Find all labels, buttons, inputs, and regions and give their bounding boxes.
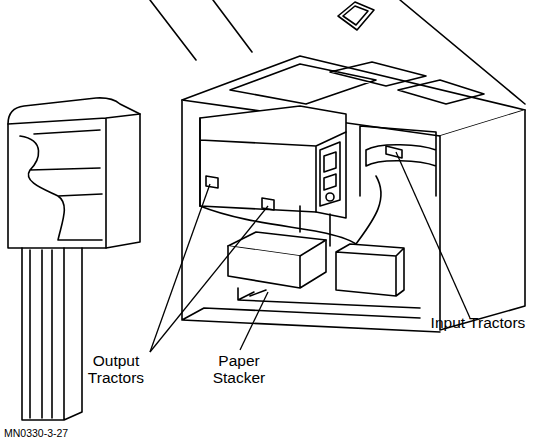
window [338, 2, 374, 30]
print-head-housing [200, 106, 346, 218]
part-label: Input Tractors [428, 314, 528, 331]
leader-line [150, 184, 210, 352]
leader-line [396, 152, 470, 318]
base-box [336, 244, 404, 296]
output-tractor [206, 176, 274, 210]
control-panel [320, 142, 340, 206]
part-label: Paper Stacker [198, 352, 280, 386]
input-tractor-assembly [356, 126, 436, 244]
leader-line [240, 292, 268, 350]
control-knob [326, 193, 334, 201]
paper-guide [20, 130, 102, 240]
stand-box-edges [8, 114, 140, 248]
paper-stacker-box [228, 240, 326, 288]
housing-edges [200, 118, 346, 212]
figure-number: MN0330-3-27 [4, 425, 164, 442]
input-tractor [386, 146, 402, 158]
line-art [8, 0, 525, 420]
stand-top-box [8, 98, 140, 248]
top-panels [230, 62, 484, 104]
leader-lines [150, 152, 470, 352]
leader-line [150, 206, 268, 352]
cabinet-body [182, 100, 525, 332]
stand-pillar [22, 248, 82, 420]
part-label: Output Tractors [78, 352, 154, 386]
